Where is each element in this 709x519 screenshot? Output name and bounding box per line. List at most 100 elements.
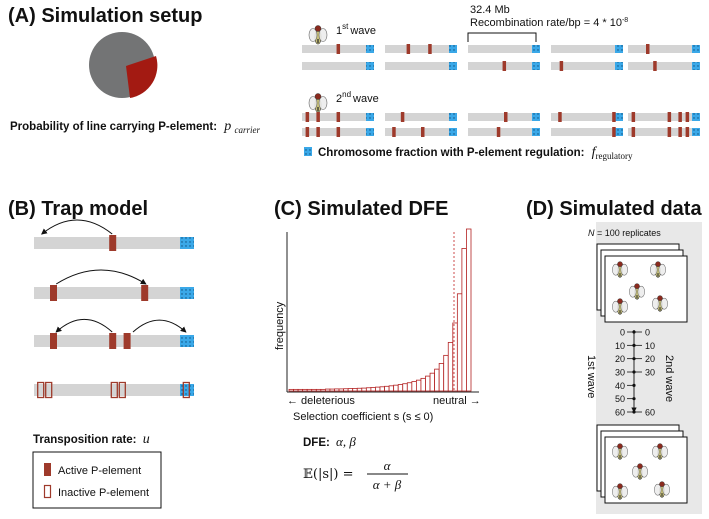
regulatory-region [366,62,374,70]
transposition-arrow [132,319,187,333]
dfe-bar [379,386,385,392]
dfe-bar [338,388,344,392]
active-p-element [50,285,57,301]
wave2-chromosomes [302,112,700,137]
p-element [631,127,636,137]
left-tick-label: 30 [615,368,625,378]
wave1-number: 1 [336,25,342,37]
active-p-element [50,333,57,349]
right-tick-label: 30 [645,368,655,378]
transposition-arrow [41,219,113,235]
dfe-bar [352,388,358,392]
mb-label: 32.4 Mb [470,4,510,16]
formula-lhs: 𝔼(|s|) = [303,467,354,482]
fly-icon [308,24,328,45]
dfe-bar [447,341,454,392]
regulatory-region [180,335,194,347]
dfe-bar [411,381,417,392]
pie-carrier-slice [126,56,158,98]
dfe-bar [397,384,404,392]
p-element [685,127,690,137]
pie-var: p [223,119,231,134]
regulatory-var: f [592,145,598,160]
regulatory-var-sub: regulatory [596,151,633,161]
chromosome [551,128,623,136]
chromosome [551,62,623,70]
p-element [496,127,501,137]
inactive-p-element [45,381,53,399]
x-left-label: ← deleterious [287,395,355,407]
trap-model-diagram [34,219,194,399]
p-element [336,127,341,137]
chromosome [385,113,457,121]
regulatory-region [692,62,700,70]
regulatory-region [615,128,623,136]
legend-box [32,451,162,509]
pie-label: Probability of line carrying P-element: [10,121,217,133]
panel-c-title: (C) Simulated DFE [274,198,448,220]
p-element [392,127,396,137]
regulatory-region [366,45,374,53]
p-element [316,112,320,122]
left-tick-label: 10 [615,341,625,351]
wave1-word: wave [349,25,376,37]
chromosome [468,128,540,136]
regulatory-region [532,62,540,70]
p-element [428,44,432,54]
dfe-bar [415,379,422,392]
dfe-bar [443,354,449,392]
left-tick-label: 50 [615,394,625,404]
chromosome [302,62,374,70]
dfe-histogram [288,228,472,392]
dfe-bar [365,387,372,392]
chromosome [551,45,623,53]
p-element [612,127,616,137]
p-element [653,61,657,71]
right-tick-label: 10 [645,341,655,351]
active-p-element [141,285,149,301]
panel-a-title: (A) Simulation setup [8,5,202,27]
active-swatch [44,463,51,476]
regulatory-region [532,45,540,53]
dfe-bar [406,382,413,392]
p-element [667,112,672,122]
rate-caption: Transposition rate: u [33,432,150,447]
wave2-timeline-label: 2nd wave [663,355,675,402]
dfe-bar [361,387,367,392]
dfe-bar [306,388,313,392]
dfe-bar [402,383,408,392]
p-element [502,61,507,71]
regulatory-region [449,45,457,53]
active-p-element [123,333,131,349]
regulatory-legend-swatch [304,147,312,156]
dfe-bar [297,388,304,392]
dfe-bar [320,388,326,392]
legend-inactive-label: Inactive P-element [58,487,149,499]
regulatory-region [180,287,194,299]
dfe-bar [334,388,340,392]
p-element [685,112,690,122]
recomb-text: Recombination rate/bp = 4 * 10 [470,17,622,29]
regulatory-region [615,45,623,53]
dfe-bar [311,388,317,392]
chromosome [628,62,700,70]
dfe-bar [456,293,463,392]
p-element [400,112,405,122]
transposition-arrow [55,319,113,333]
regulatory-region [180,237,194,249]
chromosome-length-bracket [467,32,537,42]
rate-var: u [143,432,150,447]
dfe-params: α, β [336,434,356,449]
dfe-bar [356,387,363,392]
regulatory-region [692,128,700,136]
active-p-element [109,333,117,349]
chromosome [34,287,194,299]
dfe-bar [438,363,445,392]
recomb-exp: -8 [622,17,628,24]
inactive-p-element [118,381,126,399]
p-element [612,112,616,122]
p-element [646,44,650,54]
p-element [316,127,320,137]
